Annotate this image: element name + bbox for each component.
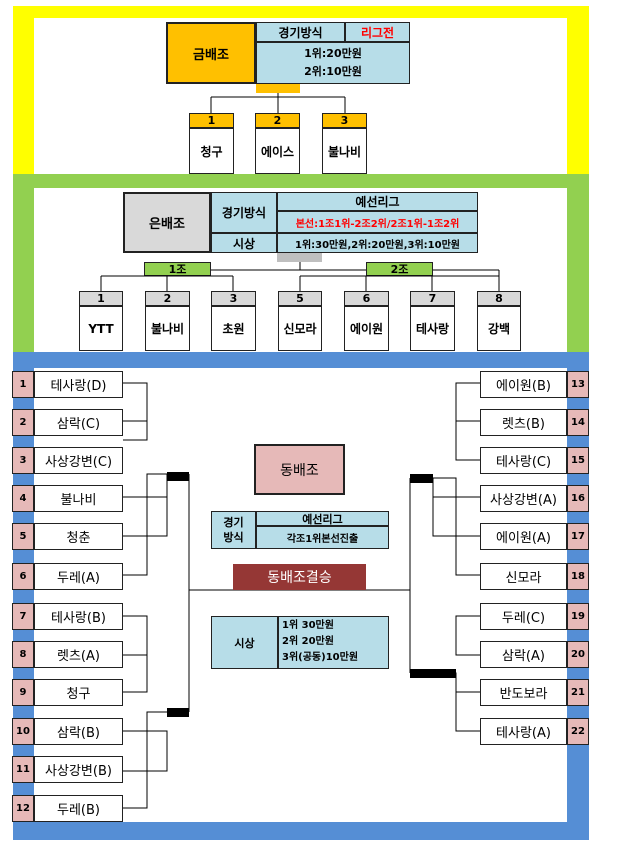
bronze-team-num: 8	[12, 641, 34, 668]
bronze-prize-3: 3위(공동)10만원	[282, 652, 359, 663]
bronze-team-num: 12	[12, 795, 34, 822]
silver-team-num: 8	[477, 291, 521, 306]
gold-format-value: 리그전	[345, 22, 410, 42]
bronze-team-name: 에이원(A)	[480, 523, 567, 550]
gold-connector-tab	[256, 84, 300, 93]
gold-team-name: 에이스	[255, 128, 300, 174]
bronze-prize-1: 1위 30만원	[282, 620, 334, 631]
silver-team-name: 초원	[211, 306, 256, 351]
silver-team-num: 3	[211, 291, 256, 306]
silver-format-label: 경기방식	[211, 192, 277, 233]
gold-prize-1: 1위:20만원	[304, 47, 362, 60]
bronze-prize-2: 2위 20만원	[282, 636, 334, 647]
bronze-team-num: 22	[567, 718, 589, 745]
bronze-team-name: 불나비	[34, 485, 123, 512]
silver-team-num: 2	[145, 291, 190, 306]
bronze-team-num: 20	[567, 641, 589, 668]
bronze-team-name: 테사랑(C)	[480, 447, 567, 474]
bronze-team-num: 15	[567, 447, 589, 474]
bronze-team-num: 5	[12, 523, 34, 550]
bronze-format-rule: 각조1위본선진출	[256, 526, 389, 549]
bronze-team-name: 청춘	[34, 523, 123, 550]
bronze-team-name: 테사랑(A)	[480, 718, 567, 745]
silver-prize-value: 1위:30만원,2위:20만원,3위:10만원	[277, 233, 478, 253]
bronze-team-name: 테사랑(D)	[34, 371, 123, 398]
bronze-team-name: 테사랑(B)	[34, 603, 123, 630]
silver-team-num: 1	[79, 291, 123, 306]
bronze-team-name: 사상강변(C)	[34, 447, 123, 474]
silver-team-num: 6	[344, 291, 389, 306]
gold-prize-block: 1위:20만원 2위:10만원	[256, 42, 410, 84]
bronze-team-num: 16	[567, 485, 589, 512]
bronze-prize-block: 1위 30만원 2위 20만원 3위(공동)10만원	[278, 616, 389, 669]
silver-team-name: 신모라	[278, 306, 322, 351]
bronze-team-num: 11	[12, 756, 34, 783]
silver-team-num: 7	[410, 291, 455, 306]
bronze-team-num: 18	[567, 563, 589, 590]
bronze-frame-inner	[34, 368, 567, 822]
bronze-team-num: 3	[12, 447, 34, 474]
silver-advance-rule: 본선:1조1위-2조2위/2조1위-1조2위	[277, 211, 478, 233]
bronze-team-name: 두레(C)	[480, 603, 567, 630]
bronze-team-num: 1	[12, 371, 34, 398]
bronze-team-num: 9	[12, 679, 34, 706]
bronze-team-num: 7	[12, 603, 34, 630]
gold-format-label: 경기방식	[256, 22, 345, 42]
gold-team-num: 1	[189, 113, 234, 128]
gold-team-num: 3	[322, 113, 367, 128]
gold-team-name: 청구	[189, 128, 234, 174]
silver-group-name: 은배조	[123, 192, 211, 253]
bronze-team-num: 19	[567, 603, 589, 630]
bronze-team-name: 사상강변(A)	[480, 485, 567, 512]
gold-team-num: 2	[255, 113, 300, 128]
silver-connector-tab	[277, 253, 322, 262]
silver-team-name: 강백	[477, 306, 521, 351]
gold-team-name: 불나비	[322, 128, 367, 174]
bronze-team-num: 10	[12, 718, 34, 745]
bronze-team-name: 렛츠(B)	[480, 409, 567, 436]
bronze-team-name: 청구	[34, 679, 123, 706]
bronze-team-name: 렛츠(A)	[34, 641, 123, 668]
bronze-format-label-2: 방식	[223, 531, 244, 544]
bronze-team-name: 에이원(B)	[480, 371, 567, 398]
bronze-team-name: 삼락(B)	[34, 718, 123, 745]
bronze-team-num: 21	[567, 679, 589, 706]
bronze-format-value: 예선리그	[256, 511, 389, 526]
bronze-team-num: 17	[567, 523, 589, 550]
silver-team-name: 테사랑	[410, 306, 455, 351]
silver-team-num: 5	[278, 291, 322, 306]
bronze-team-name: 반도보라	[480, 679, 567, 706]
bronze-team-name: 삼락(C)	[34, 409, 123, 436]
silver-format-value: 예선리그	[277, 192, 478, 211]
bronze-team-num: 2	[12, 409, 34, 436]
bronze-group-name: 동배조	[254, 444, 345, 495]
bronze-team-name: 사상강변(B)	[34, 756, 123, 783]
bronze-format-label: 경기 방식	[211, 511, 256, 549]
gold-group-name: 금배조	[166, 22, 256, 84]
bronze-team-name: 삼락(A)	[480, 641, 567, 668]
bronze-prize-label: 시상	[211, 616, 278, 669]
bronze-team-name: 신모라	[480, 563, 567, 590]
bronze-final-label: 동배조결승	[233, 564, 366, 590]
silver-prize-label: 시상	[211, 233, 277, 253]
bronze-team-num: 14	[567, 409, 589, 436]
bronze-team-num: 13	[567, 371, 589, 398]
bronze-team-name: 두레(A)	[34, 563, 123, 590]
silver-team-name: YTT	[79, 306, 123, 351]
silver-team-name: 에이원	[344, 306, 389, 351]
bronze-team-num: 6	[12, 563, 34, 590]
gold-prize-2: 2위:10만원	[304, 65, 362, 78]
bronze-format-label-1: 경기	[223, 516, 244, 529]
bronze-team-num: 4	[12, 485, 34, 512]
silver-team-name: 불나비	[145, 306, 190, 351]
silver-group2-label: 2조	[366, 262, 433, 276]
bronze-team-name: 두레(B)	[34, 795, 123, 822]
